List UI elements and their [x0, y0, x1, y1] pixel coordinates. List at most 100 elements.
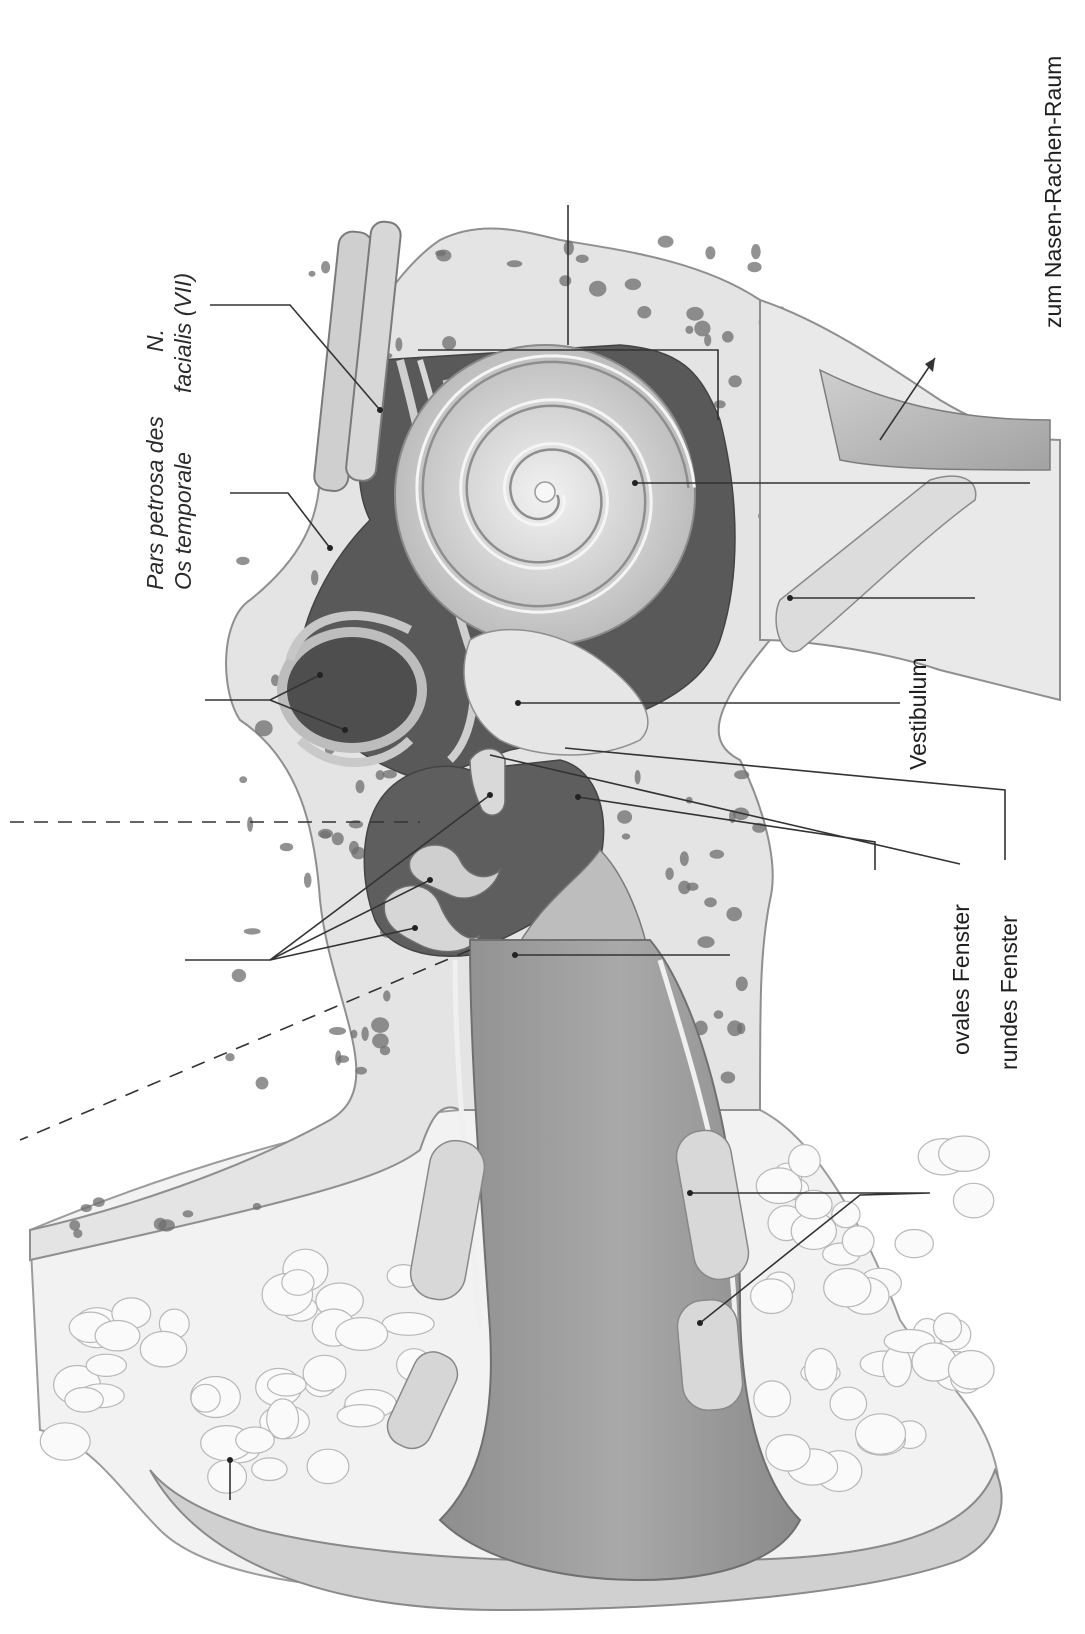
bone-pore	[395, 338, 402, 352]
label-nasen-rachen-raum: zum Nasen-Rachen-Raum	[1040, 56, 1066, 328]
label-pars-petrosa-line1: Pars petrosa des	[142, 416, 168, 590]
bone-pore	[576, 255, 589, 263]
fat-lobule	[953, 1183, 993, 1218]
bone-pore	[351, 847, 365, 859]
bone-pore	[159, 1219, 175, 1231]
bone-pore	[704, 334, 711, 346]
bone-pore	[435, 250, 446, 256]
bone-pore	[81, 1204, 92, 1212]
fat-lobule	[95, 1321, 140, 1351]
eustachian-tube	[820, 370, 1050, 470]
fat-lobule	[140, 1331, 186, 1367]
bone-pore	[236, 557, 249, 565]
bone-pore	[680, 851, 689, 866]
fat-lobule	[86, 1354, 126, 1376]
bone-pore	[311, 570, 318, 585]
cochlea	[395, 345, 695, 645]
bone-pore	[737, 1023, 745, 1035]
label-n-facialis-line1: N.	[142, 329, 168, 352]
bone-pore	[332, 832, 344, 845]
fat-lobule	[754, 1381, 791, 1417]
bone-pore	[93, 1197, 105, 1207]
bone-pore	[559, 275, 571, 286]
bone-pore	[69, 1220, 80, 1231]
bone-pore	[686, 307, 703, 321]
bone-pore	[637, 306, 651, 318]
bone-pore	[321, 261, 330, 273]
bone-pore	[694, 321, 710, 337]
fat-lobule	[766, 1435, 810, 1471]
bone-pore	[335, 1050, 341, 1065]
fat-lobule	[382, 1313, 434, 1336]
bone-pore	[253, 1203, 262, 1210]
bone-pore	[442, 336, 456, 350]
fat-lobule	[336, 1318, 388, 1351]
bone-pore	[280, 843, 293, 851]
bone-pore	[239, 776, 247, 783]
bone-pore	[309, 271, 316, 277]
label-ovales-fenster: ovales Fenster	[948, 904, 974, 1055]
label-n-facialis-line2: facialis (VII)	[170, 273, 196, 393]
fat-lobule	[934, 1313, 962, 1342]
label-pars-petrosa-line2: Os temporale	[170, 452, 196, 590]
fat-lobule	[939, 1136, 990, 1171]
bone-pore	[356, 780, 365, 793]
bone-pore	[622, 833, 630, 839]
bone-pore	[589, 281, 606, 297]
bone-pore	[734, 770, 749, 779]
bone-pore	[714, 400, 726, 408]
bone-pore	[318, 829, 333, 839]
bone-pore	[329, 1027, 346, 1035]
bone-pore	[232, 969, 246, 982]
fat-lobule	[252, 1458, 287, 1481]
bone-pore	[247, 817, 253, 832]
bone-pore	[73, 1229, 82, 1238]
bone-pore	[736, 977, 748, 992]
fat-lobule	[948, 1351, 994, 1390]
fat-lobule	[282, 1270, 314, 1296]
fat-lobule	[307, 1449, 349, 1483]
bone-pore	[625, 279, 641, 291]
bone-pore	[665, 868, 673, 880]
bone-pore	[635, 770, 641, 784]
bone-pore	[244, 928, 261, 934]
bone-pore	[304, 873, 312, 888]
bone-pore	[687, 883, 699, 891]
bone-pore	[728, 375, 741, 387]
fat-lobule	[789, 1145, 821, 1177]
bone-pore	[721, 1072, 736, 1084]
bone-pore	[705, 246, 715, 259]
bone-pore	[747, 262, 761, 272]
bone-pore	[351, 1030, 358, 1039]
fat-lobule	[842, 1226, 874, 1256]
fat-lobule	[856, 1414, 906, 1454]
fat-lobule	[337, 1405, 384, 1427]
bone-pore	[256, 1077, 269, 1090]
bone-pore	[376, 770, 385, 780]
fat-lobule	[751, 1279, 793, 1314]
bone-pore	[372, 1033, 389, 1048]
bone-pore	[710, 850, 725, 859]
bone-pore	[255, 720, 273, 736]
bone-pore	[658, 236, 674, 248]
bone-pore	[685, 326, 693, 334]
fat-lobule	[824, 1269, 871, 1307]
fat-lobule	[191, 1384, 220, 1412]
bone-pore	[383, 990, 390, 1001]
fat-lobule	[895, 1230, 933, 1258]
bone-pore	[751, 244, 761, 259]
fat-lobule	[40, 1423, 90, 1460]
bone-pore	[371, 1017, 389, 1033]
bone-pore	[355, 1067, 367, 1075]
bone-pore	[225, 1053, 234, 1061]
label-vestibulum: Vestibulum	[905, 657, 931, 770]
bone-pore	[704, 897, 717, 907]
bone-pore	[726, 907, 742, 921]
bone-pore	[507, 260, 523, 267]
fat-lobule	[65, 1388, 103, 1413]
fat-lobule	[236, 1427, 274, 1453]
bone-pore	[183, 1210, 194, 1217]
fat-lobule	[208, 1460, 247, 1493]
fat-lobule	[303, 1355, 346, 1391]
